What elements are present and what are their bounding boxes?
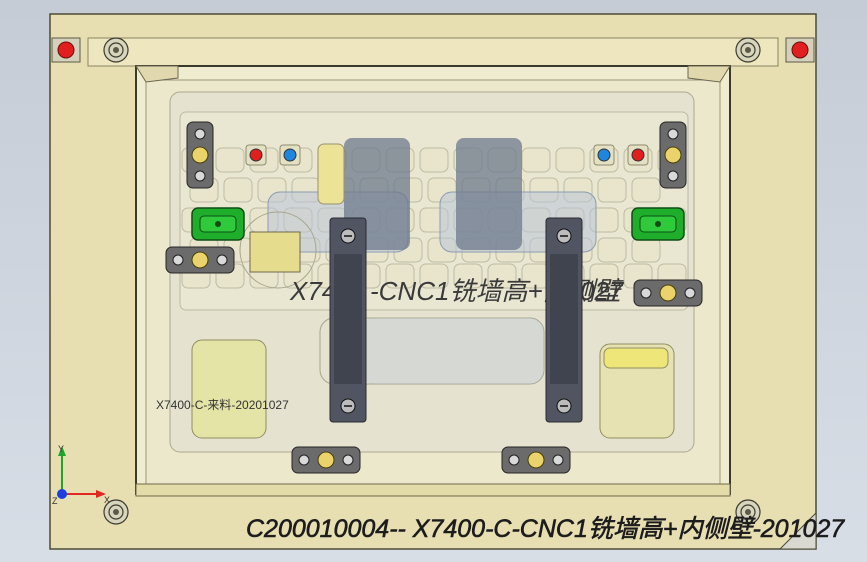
clamp-hole bbox=[508, 454, 520, 466]
clamp-screw-icon bbox=[556, 398, 572, 414]
screw-ring bbox=[740, 42, 756, 58]
part-lower-slot bbox=[319, 317, 545, 385]
star-knob-icon bbox=[527, 451, 545, 469]
clamp-hole bbox=[194, 128, 206, 140]
pin-dot bbox=[249, 148, 263, 162]
screw-ring bbox=[740, 504, 756, 520]
support-pad-left bbox=[191, 339, 267, 439]
clamp-hole bbox=[216, 254, 228, 266]
keycap bbox=[487, 263, 517, 289]
keycap bbox=[419, 263, 449, 289]
keycap bbox=[215, 147, 245, 173]
plate-top-rail bbox=[87, 37, 779, 67]
clamp-bar-left-face bbox=[334, 254, 362, 384]
blue-locator-pin-icon bbox=[593, 144, 615, 166]
horizontal-clamp bbox=[501, 446, 571, 474]
keycap bbox=[597, 237, 627, 263]
keycap bbox=[589, 263, 619, 289]
vertical-clamp bbox=[659, 121, 687, 189]
horizontal-clamp bbox=[165, 246, 235, 274]
clamp-screw-icon bbox=[340, 228, 356, 244]
part-label-ghost-end: 027 bbox=[580, 276, 625, 306]
red-locator-pin-icon bbox=[627, 144, 649, 166]
screw-ring bbox=[108, 504, 124, 520]
keycap bbox=[597, 177, 627, 203]
screw-core bbox=[113, 509, 119, 515]
vertical-clamp bbox=[186, 121, 214, 189]
clamp-hole bbox=[640, 287, 652, 299]
keycap bbox=[385, 263, 415, 289]
keycap bbox=[419, 147, 449, 173]
pin-cap bbox=[57, 41, 75, 59]
clamp-hole bbox=[172, 254, 184, 266]
keycap bbox=[631, 177, 661, 203]
screw-core bbox=[745, 509, 751, 515]
locator-block bbox=[249, 231, 301, 273]
plate-corner-chamfer bbox=[778, 511, 817, 550]
star-knob-icon bbox=[664, 146, 682, 164]
star-knob-icon bbox=[191, 146, 209, 164]
pocket-tab-left bbox=[135, 65, 179, 83]
star-knob-icon bbox=[191, 251, 209, 269]
red-locator-pin-icon bbox=[245, 144, 267, 166]
red-pin-icon bbox=[785, 37, 815, 63]
clamp-hole bbox=[298, 454, 310, 466]
keycap bbox=[521, 147, 551, 173]
horizontal-clamp bbox=[291, 446, 361, 474]
axis-y-label: Y bbox=[58, 444, 64, 454]
clamp-hole bbox=[194, 170, 206, 182]
green-clamp-marking bbox=[199, 215, 237, 233]
star-knob-icon bbox=[317, 451, 335, 469]
clamp-hole bbox=[667, 128, 679, 140]
axis-x-label: X bbox=[104, 495, 110, 505]
clamp-hole bbox=[684, 287, 696, 299]
keycap bbox=[631, 237, 661, 263]
horizontal-clamp bbox=[633, 279, 703, 307]
screw-icon bbox=[735, 499, 761, 525]
plate-engraved-label: C200010004-- X7400-C-CNC1铣墙高+内侧壁-201027 bbox=[246, 515, 845, 543]
pin-dot bbox=[631, 148, 645, 162]
clamp-bar-right-face bbox=[550, 254, 578, 384]
part-yellow-zone bbox=[317, 143, 345, 205]
part-dark-zone-right bbox=[456, 138, 522, 250]
screw-core bbox=[113, 47, 119, 53]
blue-locator-pin-icon bbox=[279, 144, 301, 166]
screw-icon bbox=[735, 37, 761, 63]
green-clamp-marking bbox=[639, 215, 677, 233]
pin-dot bbox=[597, 148, 611, 162]
keycap bbox=[453, 263, 483, 289]
plate-bottom-rail bbox=[135, 483, 731, 497]
keycap bbox=[223, 177, 253, 203]
axis-triad: Y X Z bbox=[52, 444, 110, 506]
clamp-hole bbox=[667, 170, 679, 182]
material-label: X7400-C-来料-20201027 bbox=[156, 398, 289, 412]
pocket-tab-right bbox=[687, 65, 731, 83]
pin-cap bbox=[791, 41, 809, 59]
screw-core bbox=[745, 47, 751, 53]
pin-dot bbox=[283, 148, 297, 162]
screw-icon bbox=[103, 499, 129, 525]
clamp-center bbox=[215, 221, 221, 227]
clamp-screw-icon bbox=[340, 398, 356, 414]
clamp-center bbox=[655, 221, 661, 227]
clamp-hole bbox=[552, 454, 564, 466]
clamp-hole bbox=[342, 454, 354, 466]
star-knob-icon bbox=[659, 284, 677, 302]
screw-icon bbox=[103, 37, 129, 63]
screw-ring bbox=[108, 42, 124, 58]
support-pad-right-top bbox=[603, 347, 669, 369]
red-pin-icon bbox=[51, 37, 81, 63]
locator-circle bbox=[239, 211, 317, 289]
part-lower-glass bbox=[360, 318, 544, 384]
keycap bbox=[555, 147, 585, 173]
axis-z-label: Z bbox=[52, 496, 58, 506]
clamp-screw-icon bbox=[556, 228, 572, 244]
